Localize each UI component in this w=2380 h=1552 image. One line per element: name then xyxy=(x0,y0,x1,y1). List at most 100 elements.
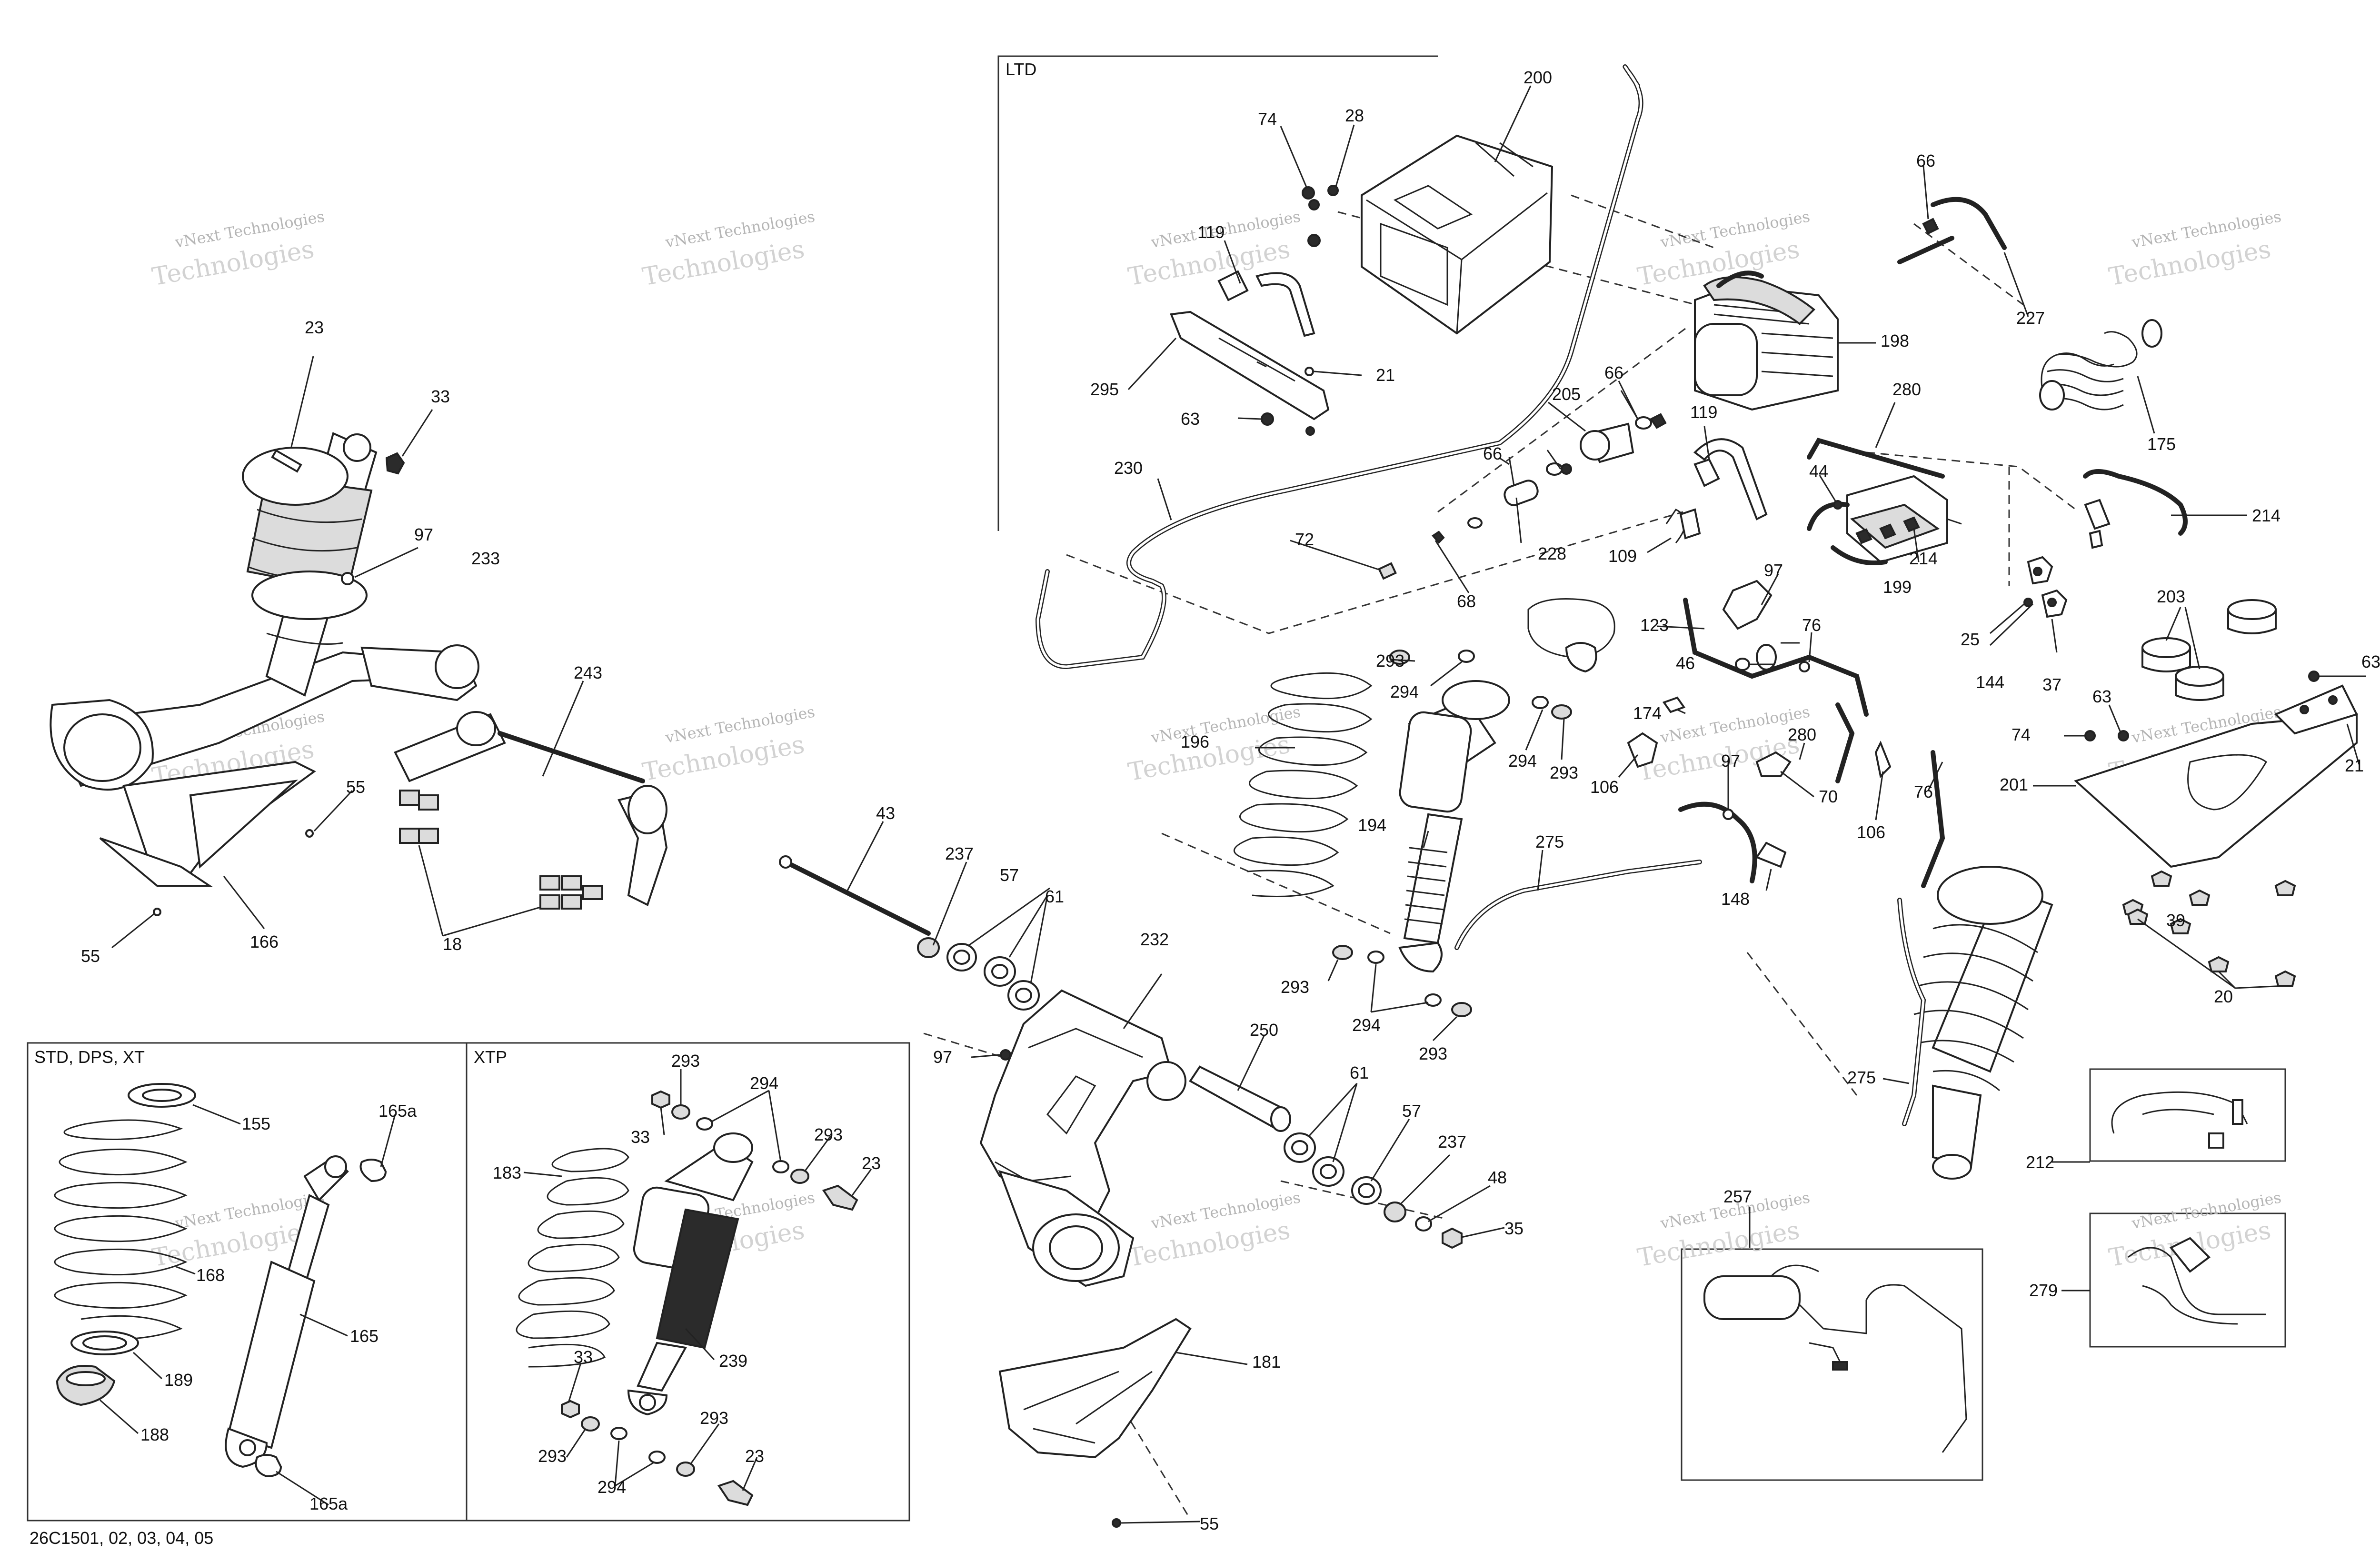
callout-label: 293 xyxy=(700,1408,728,1428)
callout-label: 109 xyxy=(1608,546,1637,566)
std-shock-165 xyxy=(225,1155,349,1468)
callout-label: 280 xyxy=(1892,380,1921,399)
bearings-left xyxy=(917,937,1040,1011)
callout-label: 168 xyxy=(196,1265,225,1285)
stabilizer-bar-243 xyxy=(394,711,668,906)
callout-label: 188 xyxy=(140,1425,169,1444)
kit-279-frame xyxy=(2089,1212,2286,1348)
callout-label: 279 xyxy=(2029,1281,2058,1300)
axle-43 xyxy=(779,855,931,936)
bracket-295 xyxy=(1170,310,1330,421)
callout-label: 200 xyxy=(1524,68,1552,87)
strap-119-ltd xyxy=(1217,270,1315,337)
callout-label: 74 xyxy=(2012,725,2031,744)
air-line-230 xyxy=(1035,64,1643,670)
washers-293-294 xyxy=(1332,650,1572,1017)
callout-label: 293 xyxy=(538,1446,567,1466)
callout-label: 293 xyxy=(1419,1044,1447,1063)
bracket-200 xyxy=(1361,134,1553,335)
callout-label: 61 xyxy=(1350,1063,1369,1082)
callout-label: 23 xyxy=(745,1446,764,1466)
valve-block-199 xyxy=(1807,475,1948,565)
callout-label: 199 xyxy=(1883,577,1912,597)
callout-label: 119 xyxy=(1690,402,1717,422)
tube-250 xyxy=(1189,1065,1291,1132)
callout-label: 97 xyxy=(414,525,433,544)
xtp-washers xyxy=(561,1090,858,1506)
callout-label: 189 xyxy=(164,1370,193,1390)
strap-119-main xyxy=(1693,438,1768,521)
callout-label: 23 xyxy=(305,318,324,337)
callout-label: 293 xyxy=(1376,651,1404,671)
kit-257-harness xyxy=(1703,1264,1967,1453)
callout-label: 25 xyxy=(1961,630,1980,649)
bumpers-203 xyxy=(2141,599,2277,701)
callout-label: 155 xyxy=(242,1114,270,1133)
callout-label: 183 xyxy=(493,1163,521,1182)
callout-label: 239 xyxy=(719,1351,747,1371)
std-box-title: STD, DPS, XT xyxy=(34,1047,145,1067)
callout-label: 294 xyxy=(750,1073,778,1093)
shock-194 xyxy=(1398,680,1510,973)
callout-label: 230 xyxy=(1114,458,1143,478)
callout-label: 181 xyxy=(1252,1352,1281,1372)
fittings-25-144-37 xyxy=(2023,556,2068,618)
callout-label: 63 xyxy=(2092,687,2111,706)
callout-label: 201 xyxy=(2000,775,2028,794)
callout-label: 97 xyxy=(1764,561,1783,580)
swingarm-232 xyxy=(979,989,1192,1459)
callout-label: 66 xyxy=(1916,151,1935,170)
kit-279-harness xyxy=(2128,1237,2266,1325)
callout-label: 21 xyxy=(1376,365,1395,385)
callout-label: 165 xyxy=(350,1326,378,1346)
callout-label: 76 xyxy=(1802,615,1821,635)
callout-label: 203 xyxy=(2157,587,2185,606)
callout-label: 196 xyxy=(1181,732,1209,751)
callout-label: 66 xyxy=(1604,363,1623,382)
spring-196 xyxy=(1234,672,1373,897)
sensor-109 xyxy=(1665,508,1701,543)
callout-label: 72 xyxy=(1295,530,1314,549)
callout-label: 33 xyxy=(574,1347,593,1367)
callout-label: 55 xyxy=(1200,1514,1219,1533)
callout-label: 28 xyxy=(1345,106,1364,125)
callout-label: 232 xyxy=(1140,930,1169,949)
callout-label: 33 xyxy=(431,387,450,406)
callout-label: 70 xyxy=(1819,787,1838,806)
callout-label: 123 xyxy=(1640,615,1669,635)
left-shock-absorber xyxy=(242,432,378,697)
callout-label: 44 xyxy=(1809,461,1828,481)
bolts-18 xyxy=(399,790,603,910)
kit-257-frame xyxy=(1681,1248,1983,1481)
callout-label: 144 xyxy=(1976,672,2004,692)
hose-214-right xyxy=(2083,469,2188,549)
callout-label: 23 xyxy=(862,1153,881,1173)
xtp-box-title: XTP xyxy=(474,1047,507,1067)
callout-label: 165a xyxy=(378,1101,417,1121)
callout-label: 293 xyxy=(1550,763,1578,782)
callout-label: 214 xyxy=(2252,506,2280,525)
callout-label: 275 xyxy=(1847,1068,1876,1087)
callout-label: 57 xyxy=(1000,865,1019,885)
nuts-20-39 xyxy=(2122,870,2296,987)
left-swingarm-assembly xyxy=(50,644,479,887)
xtp-spring-183 xyxy=(516,1148,629,1368)
callout-label: 294 xyxy=(597,1477,626,1497)
std-frame: STD, DPS, XT xyxy=(27,1042,468,1522)
ltd-frame: LTD xyxy=(997,55,1438,531)
callout-label: 61 xyxy=(1045,887,1064,906)
callout-label: 237 xyxy=(1438,1132,1466,1151)
bearings-right xyxy=(1284,1132,1463,1249)
callout-label: 55 xyxy=(81,946,100,966)
callout-label: 233 xyxy=(471,549,500,568)
callout-label: 250 xyxy=(1250,1020,1278,1040)
air-spring-175 xyxy=(2039,319,2162,411)
callout-label: 76 xyxy=(1914,782,1933,801)
callout-label: 119 xyxy=(1197,222,1225,242)
std-spring-168 xyxy=(54,1119,188,1340)
hose-227 xyxy=(1897,197,2007,264)
callout-label: 166 xyxy=(250,932,279,951)
callout-label: 175 xyxy=(2147,434,2176,454)
callout-label: 55 xyxy=(346,777,365,797)
callout-label: 294 xyxy=(1352,1015,1381,1035)
